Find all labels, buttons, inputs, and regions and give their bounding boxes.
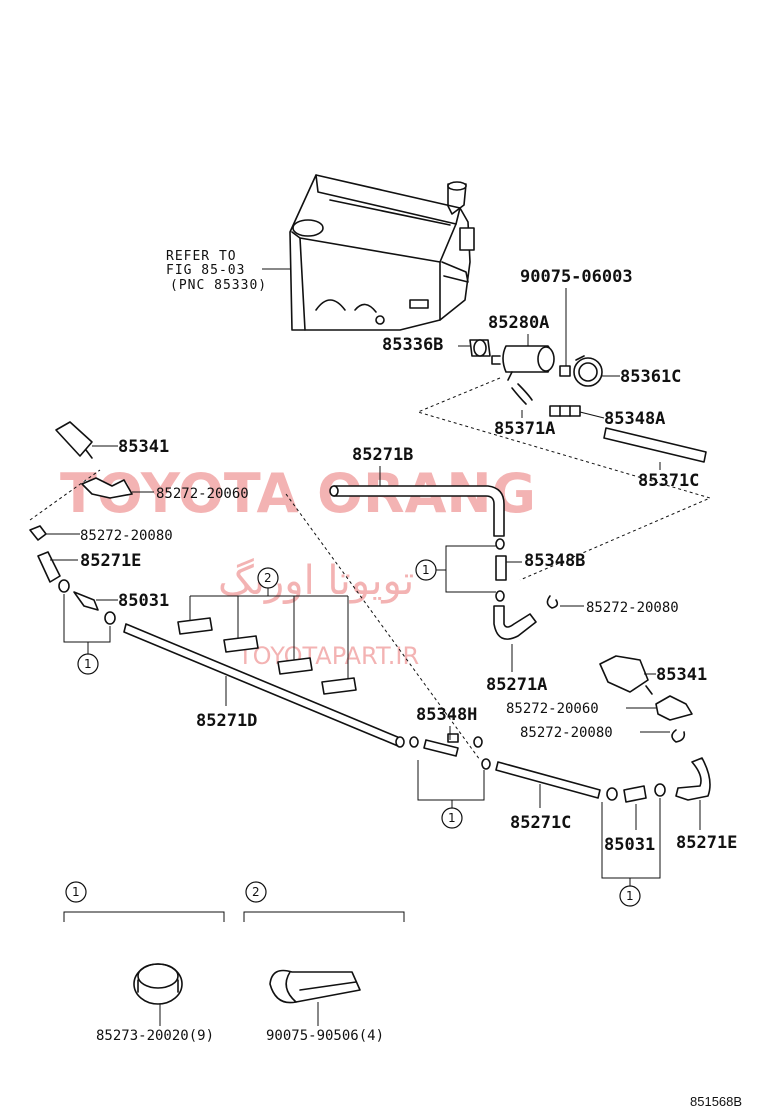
label-85271D: 85271D [196, 711, 257, 731]
legend-1-number: 1 [72, 885, 80, 899]
label-85271C: 85271C [510, 813, 571, 833]
label-85031-right: 85031 [604, 835, 655, 855]
label-85336B: 85336B [382, 335, 443, 355]
label-85031-left: 85031 [118, 591, 169, 611]
label-85371C: 85371C [638, 471, 699, 491]
connector-85348a-drawing [549, 405, 581, 417]
label-85271B: 85271B [352, 445, 413, 465]
check-valve-85031-left-drawing [58, 579, 116, 625]
label-85361C: 85361C [620, 367, 681, 387]
hose-85371a-drawing [511, 383, 533, 405]
connector-85348b-drawing [495, 538, 507, 602]
check-valve-85031-right-drawing [606, 783, 666, 803]
label-85271A: 85271A [486, 675, 547, 695]
label-90075-06003: 90075-06003 [520, 267, 633, 287]
grommet-85336b-drawing [469, 339, 491, 357]
hose-85271d-drawing [123, 623, 405, 748]
hose-85271a-drawing [493, 605, 537, 640]
clip-85272-20080-mid-drawing [546, 595, 559, 609]
label-85272-20080-right: 85272-20080 [520, 725, 613, 741]
legend-clamp-85273-drawing [133, 963, 183, 1005]
label-85348B: 85348B [524, 551, 585, 571]
hose-85271c-drawing [495, 761, 601, 799]
label-85341-left: 85341 [118, 437, 169, 457]
hose-85271b-drawing [329, 485, 505, 537]
legend-clamp-90075-drawing [269, 969, 361, 1004]
label-85348A: 85348A [604, 409, 665, 429]
legend-2-number: 2 [252, 885, 260, 899]
washer-pump-drawing [491, 345, 555, 381]
hose-85271e-left-drawing [37, 551, 61, 583]
clip-85272-20060-left-drawing [81, 477, 133, 499]
label-85271E-left: 85271E [80, 551, 141, 571]
label-85272-20060-right: 85272-20060 [506, 701, 599, 717]
legend-part-1: 85273-20020(9) [96, 1028, 214, 1044]
label-85348H: 85348H [416, 705, 477, 725]
label-85341-right: 85341 [656, 665, 707, 685]
hose-85271e-right-drawing [675, 757, 711, 801]
label-85280A: 85280A [488, 313, 549, 333]
reference-line1: REFER TO [166, 249, 237, 264]
nozzle-85341-right-drawing [599, 655, 653, 695]
label-85272-20060-left: 85272-20060 [156, 486, 249, 502]
label-85271E-right: 85271E [676, 833, 737, 853]
clamps-90075-90506-drawing [177, 617, 357, 695]
bolt-90075-06003-drawing [559, 365, 571, 377]
label-85371A: 85371A [494, 419, 555, 439]
reference-line2: FIG 85-03 [166, 263, 245, 278]
diagram-code: 851568B [690, 1094, 742, 1109]
clip-85272-20080-right-drawing [671, 729, 686, 743]
callout-1-center: 1 [448, 811, 456, 825]
label-85272-20080-mid: 85272-20080 [586, 600, 679, 616]
callout-1-mid: 1 [422, 563, 430, 577]
clip-85272-20060-right-drawing [655, 695, 693, 721]
callout-1-right: 1 [626, 889, 634, 903]
washer-tank-drawing [289, 174, 475, 331]
legend-part-2: 90075-90506(4) [266, 1028, 384, 1044]
watermark-persian: تویوتا اورنگ [218, 558, 414, 604]
hose-85371c-drawing [603, 427, 707, 463]
label-85272-20080-left: 85272-20080 [80, 528, 173, 544]
nozzle-85341-left-drawing [55, 421, 93, 459]
clip-85272-20080-left-drawing [29, 525, 47, 541]
watermark-url: TOYOTAPART.IR [237, 642, 419, 670]
reference-line3: (PNC 85330) [170, 278, 267, 293]
clamp-85361c-drawing [573, 355, 603, 387]
callout-1-left: 1 [84, 657, 92, 671]
callout-2: 2 [264, 571, 272, 585]
